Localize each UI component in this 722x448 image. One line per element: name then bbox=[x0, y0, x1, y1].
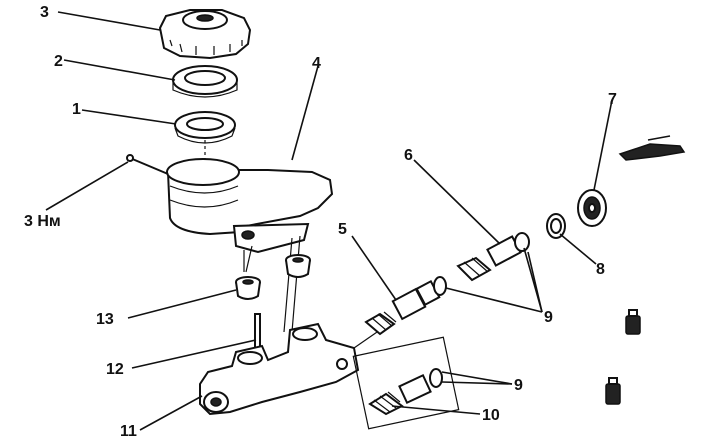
reservoir-cap bbox=[158, 9, 252, 60]
strainer-filter bbox=[174, 111, 236, 144]
callout-1: 1 bbox=[72, 101, 81, 118]
retaining-pin bbox=[254, 313, 261, 349]
callout-9-lower: 9 bbox=[514, 377, 523, 394]
secondary-piston bbox=[456, 232, 530, 282]
callout-3: 3 bbox=[40, 4, 49, 21]
callout-7: 7 bbox=[608, 91, 617, 108]
callout-6: 6 bbox=[404, 147, 413, 164]
leader-lines bbox=[45, 11, 613, 431]
callout-9-upper: 9 bbox=[544, 309, 553, 326]
grommet-left bbox=[235, 276, 261, 300]
reservoir-body bbox=[166, 158, 334, 333]
callout-12: 12 bbox=[106, 361, 124, 378]
callout-3-nm: 3 Нм bbox=[24, 213, 61, 230]
spring-box bbox=[352, 336, 460, 430]
retaining-ring bbox=[546, 213, 566, 239]
callout-8: 8 bbox=[596, 261, 605, 278]
reservoir-ring bbox=[172, 65, 238, 98]
callout-11: 11 bbox=[120, 423, 137, 440]
callout-2: 2 bbox=[54, 53, 63, 70]
master-cylinder-body bbox=[199, 322, 381, 416]
mounting-screw bbox=[126, 154, 169, 175]
callout-13: 13 bbox=[96, 311, 114, 328]
seal-cap bbox=[577, 189, 607, 227]
spare-part-lower bbox=[605, 377, 621, 405]
grommet-right bbox=[285, 254, 311, 278]
callout-5: 5 bbox=[338, 221, 347, 238]
pliers-tool bbox=[618, 135, 686, 161]
spare-part-upper bbox=[625, 309, 641, 335]
primary-piston bbox=[364, 276, 447, 336]
callout-4: 4 bbox=[312, 55, 321, 72]
callout-10: 10 bbox=[482, 407, 500, 424]
